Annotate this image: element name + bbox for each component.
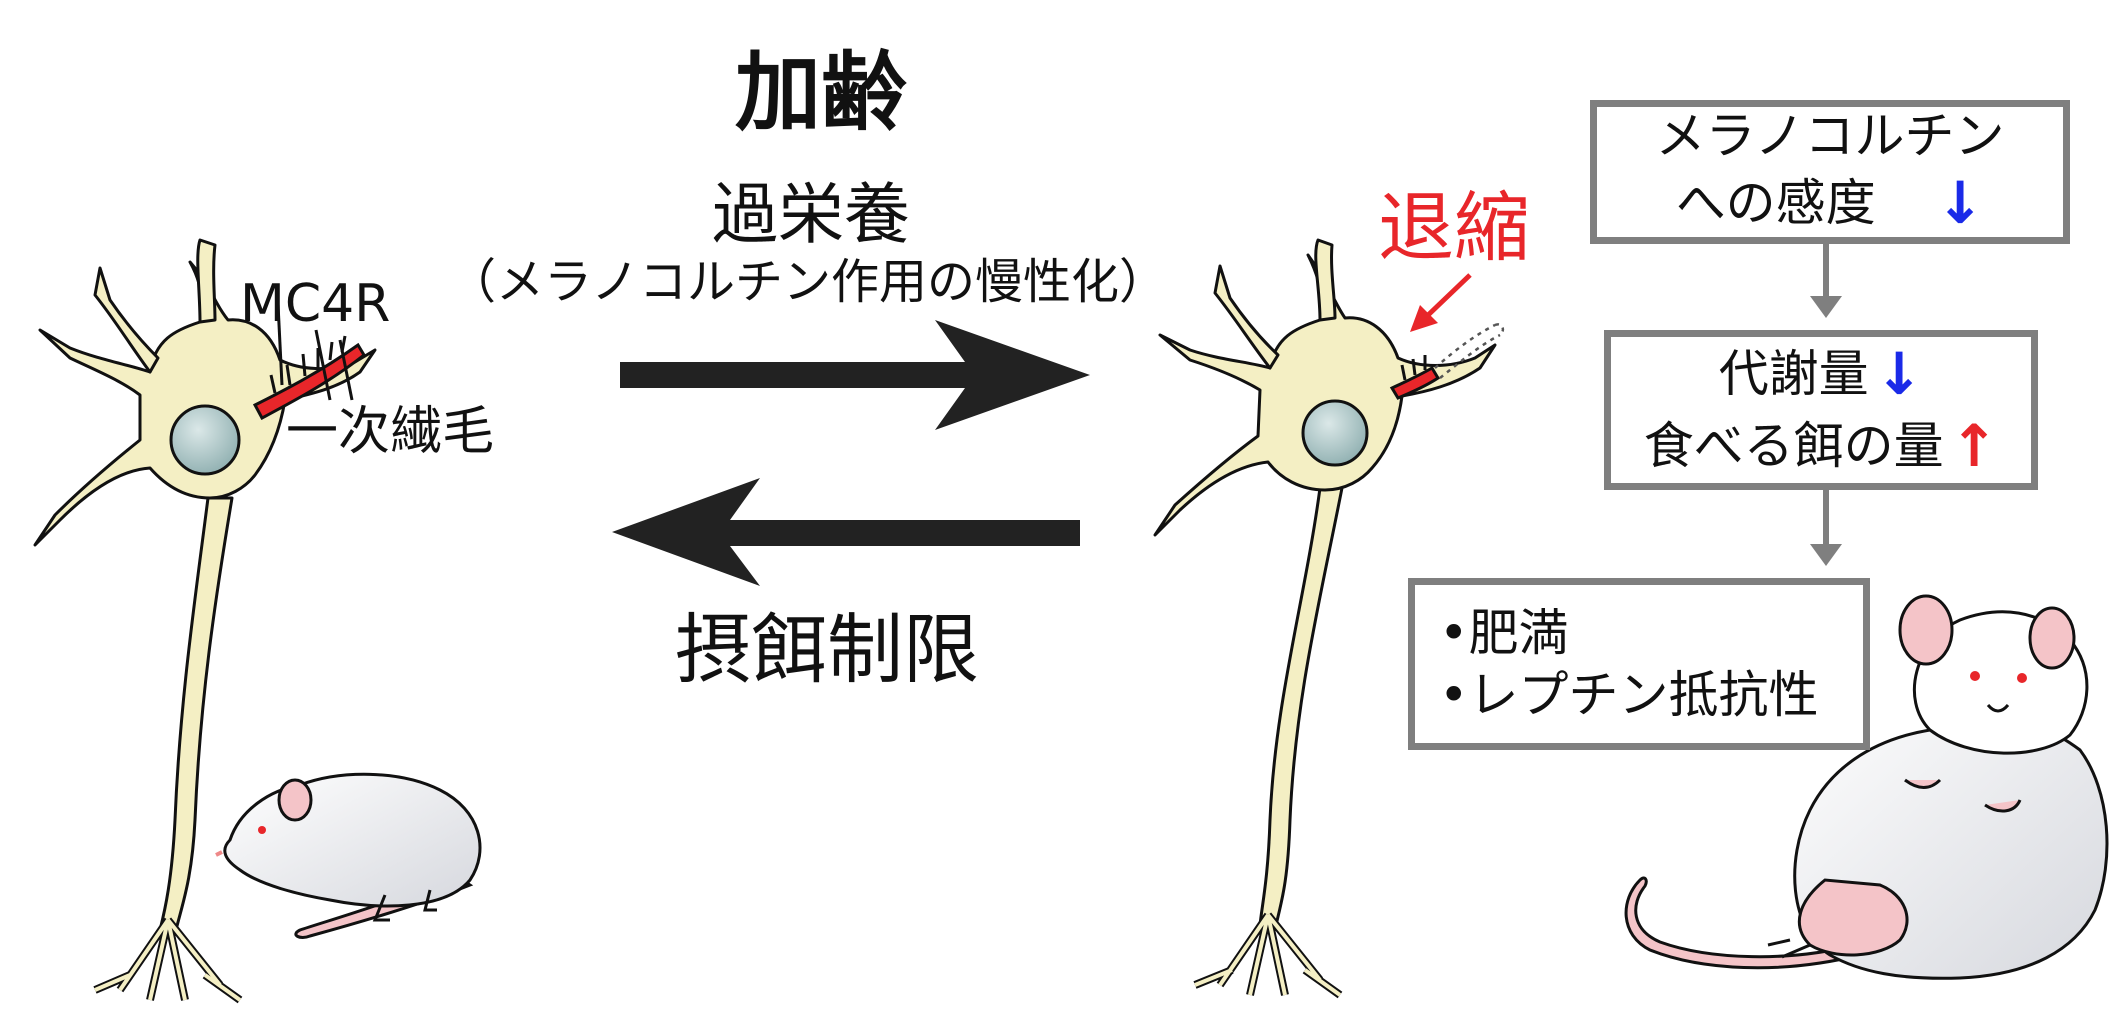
sensitivity-text2: への感度: [1675, 174, 1876, 232]
right-neuron-nucleus: [1301, 399, 1369, 467]
metabolism-text: 代謝量: [1718, 344, 1869, 403]
left-neuron-axon: [158, 496, 234, 932]
sensitivity-text1: メラノコルチン: [1655, 106, 2005, 165]
left-neuron-nucleus: [169, 404, 241, 476]
decrease-arrow-icon: ↓: [1874, 339, 1924, 408]
metabolism-box: 代謝量 ↓ 食べる餌の量 ↑: [1604, 330, 2038, 490]
cascade-arrows: [1810, 244, 1842, 566]
right-retracted-cilium: [1389, 273, 1505, 400]
primary-cilium-label: 一次繊毛: [286, 402, 495, 462]
chronic-melanocortin-label: （メラノコルチン作用の慢性化）: [448, 254, 1168, 310]
outcome-leptin-resistance: •レプチン抵抗性: [1439, 666, 1819, 724]
decrease-arrow-icon: ↓: [1935, 169, 1985, 237]
left-neuron-terminals: [93, 917, 243, 1004]
flow-arrows: [612, 320, 1090, 586]
metabolism-line1: 代謝量 ↓: [1719, 338, 1924, 411]
forward-arrow: [620, 320, 1090, 430]
overnutrition-label: 過栄養: [712, 176, 910, 253]
obese-mouse: [1624, 594, 2109, 980]
left-neuron: [33, 238, 377, 1004]
right-neuron: [1153, 238, 1497, 999]
reverse-arrow: [612, 478, 1080, 586]
sensitivity-line1: メラノコルチン: [1656, 105, 2005, 168]
left-primary-cilium: [252, 303, 366, 421]
outcomes-box: •肥満 •レプチン抵抗性: [1408, 578, 1870, 750]
right-neuron-axon: [1258, 486, 1344, 927]
outcome-obesity: •肥満: [1439, 603, 1569, 662]
aging-title: 加齢: [735, 43, 907, 143]
sensitivity-line2: への感度 ↓: [1676, 167, 1985, 240]
retraction-label: 退縮: [1378, 183, 1530, 272]
increase-arrow-icon: ↑: [1949, 412, 1999, 480]
food-restriction-label: 摂餌制限: [675, 605, 979, 694]
mc4r-label: MC4R: [240, 274, 391, 334]
sensitivity-box: メラノコルチン への感度 ↓: [1590, 100, 2070, 244]
food-intake-text: 食べる餌の量: [1643, 417, 1944, 475]
metabolism-line2: 食べる餌の量 ↑: [1644, 410, 1999, 483]
lean-mouse: [215, 772, 482, 939]
